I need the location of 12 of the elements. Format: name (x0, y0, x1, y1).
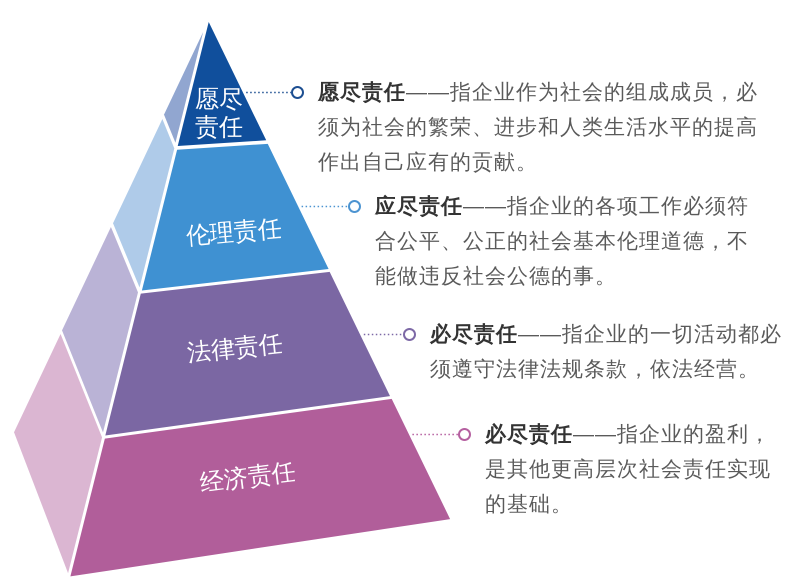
leader-line (302, 200, 361, 213)
description-text: 必尽责任——指企业的一切活动都必须遵守法律法规条款，依法经营。 (416, 317, 788, 387)
tier-label: 法律责任 (186, 330, 284, 368)
description-text: 愿尽责任——指企业作为社会的组成成员，必须为社会的繁荣、进步和人类生活水平的提高作出自己应有的贡献。 (304, 75, 764, 180)
tier-label: 经济责任 (198, 458, 298, 498)
tier-label: 愿尽责任 (194, 86, 244, 142)
description-text: 必尽责任——指企业的盈利，是其他更高层次社会责任实现的基础。 (471, 417, 777, 522)
leader-line (246, 86, 304, 99)
leader-line (412, 428, 471, 441)
leader-line (364, 328, 416, 341)
tier-label: 伦理责任 (184, 214, 284, 252)
description-text: 应尽责任——指企业的各项工作必须符合公平、公正的社会基本伦理道德，不能做违反社会公德的事。 (361, 189, 755, 294)
